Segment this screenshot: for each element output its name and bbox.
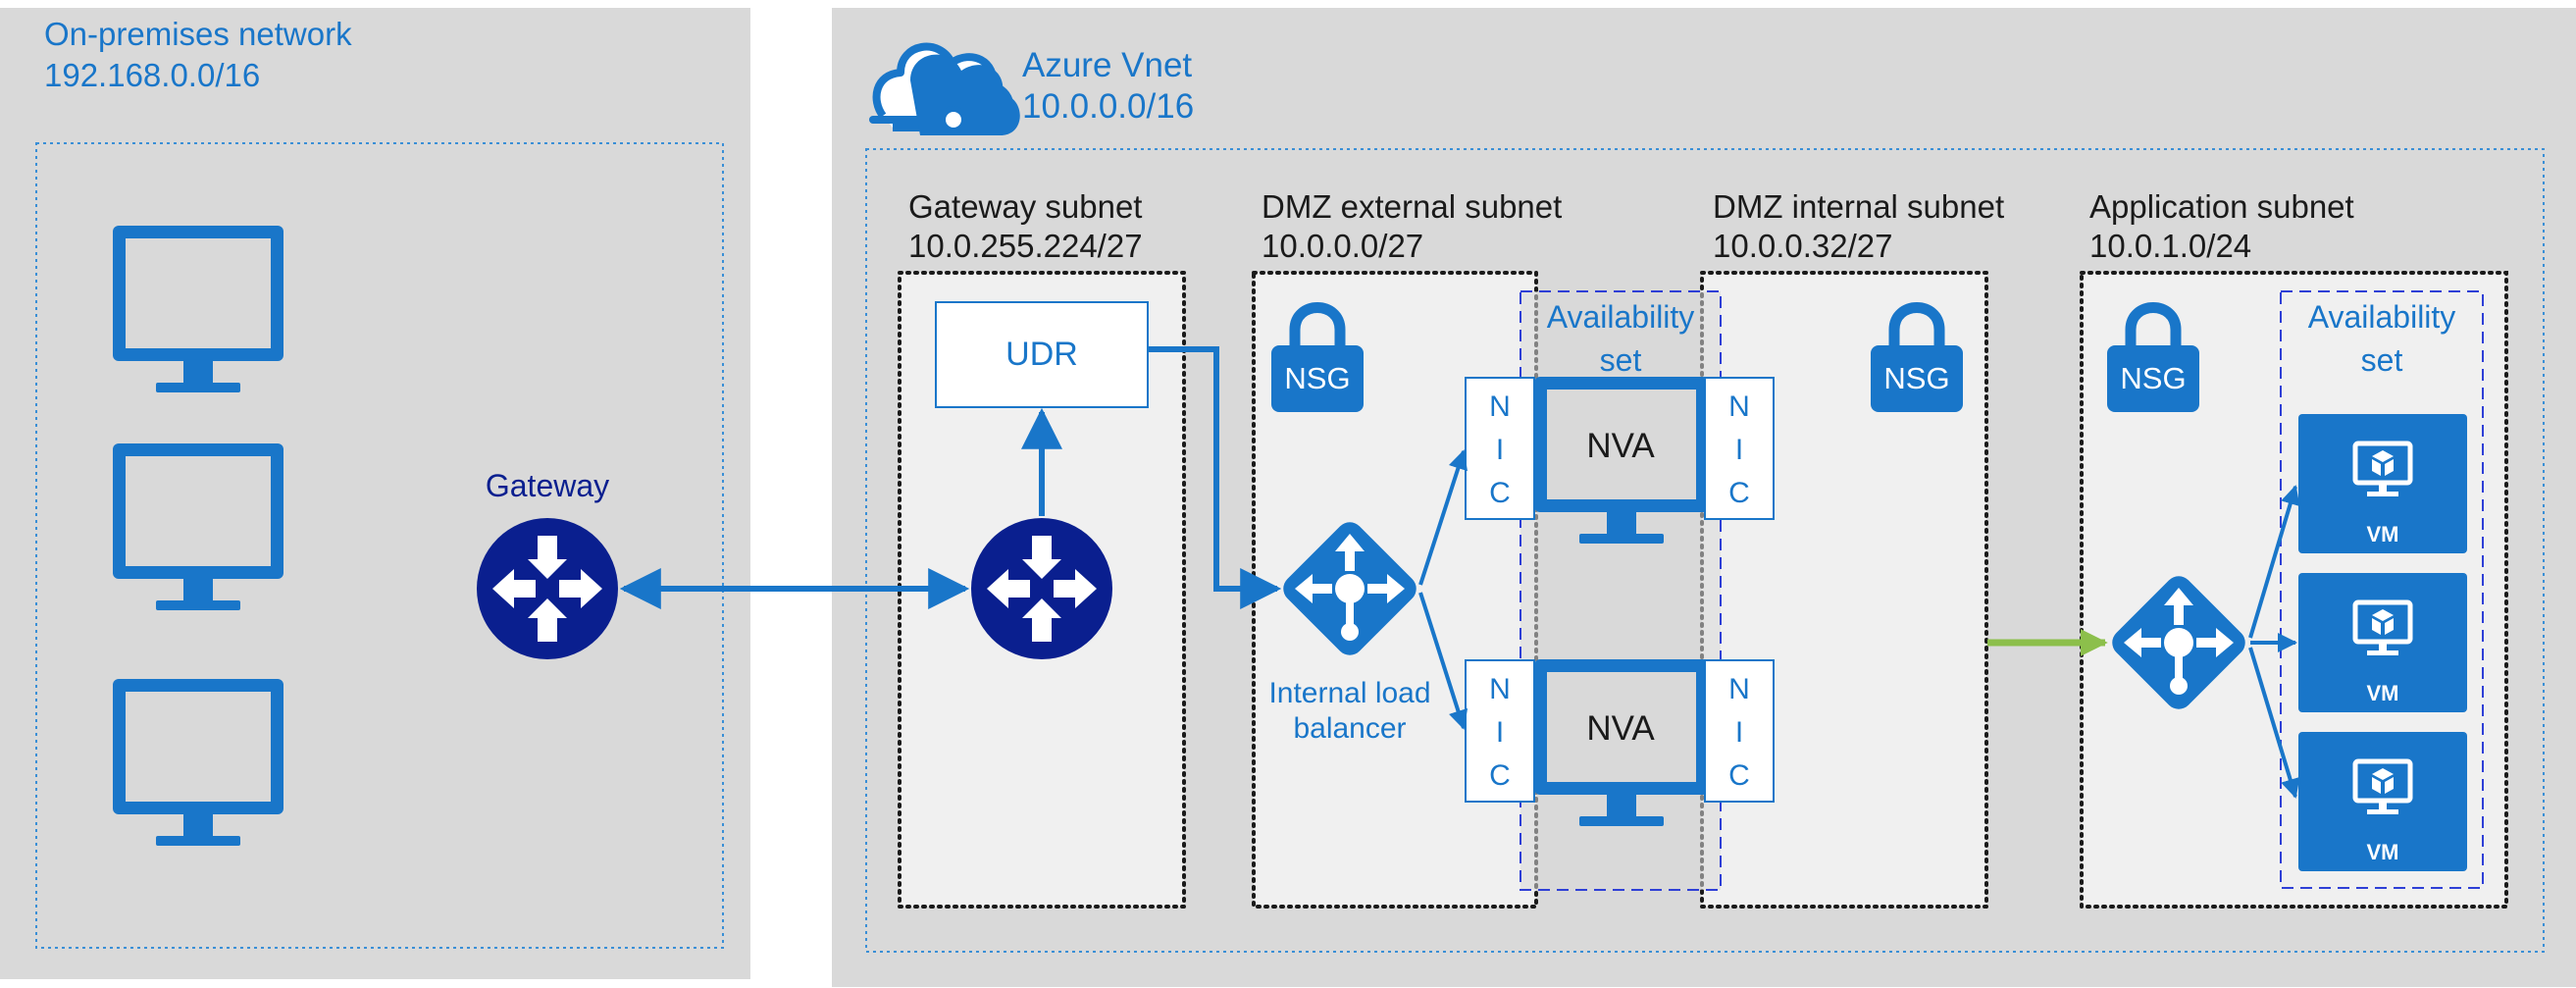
load-balancer-label-line2: balancer (1293, 712, 1406, 745)
client-monitor-1 (113, 226, 283, 392)
application-subnet-cidr: 10.0.1.0/24 (2089, 228, 2251, 264)
vm-icon (2352, 599, 2413, 655)
application-availability-line1: Availability (2308, 299, 2456, 335)
udr-to-load-balancer-arrow (1148, 346, 1282, 609)
lock-icon (1271, 302, 1364, 412)
nic-letter: N (1728, 673, 1750, 705)
vm-label: VM (2367, 681, 2399, 705)
nic-letter: I (1496, 716, 1504, 749)
udr-label: UDR (1005, 336, 1078, 373)
nic-letter: C (1489, 477, 1511, 509)
nva-bottom: NVA (1534, 659, 1709, 826)
dmz-availability-line2: set (1600, 342, 1642, 378)
dmz-internal-cidr: 10.0.0.32/27 (1713, 228, 1893, 264)
azure-vnet-cidr: 10.0.0.0/16 (1022, 87, 1194, 126)
application-availability-line2: set (2361, 342, 2403, 378)
application-load-balancer (2112, 576, 2245, 709)
lb-to-vm-3-arrow (2248, 647, 2300, 799)
router-icon (971, 518, 1112, 659)
nsg-badge-dmz-internal: NSG (1871, 302, 1963, 412)
azure-vnet-title: Azure Vnet (1022, 46, 1192, 84)
gateway-subnet: Gateway subnet 10.0.255.224/27 UDR (898, 188, 1186, 909)
lb-to-nic-top-arrow (1418, 449, 1468, 586)
nsg-badge-dmz-external: NSG (1271, 302, 1364, 412)
nic-letter: I (1735, 434, 1743, 466)
monitor-icon (113, 679, 283, 846)
nic-letter: C (1728, 477, 1750, 509)
dmz-availability-line1: Availability (1547, 299, 1695, 335)
client-monitor-2 (113, 443, 283, 610)
on-premises-panel: On-premises network 192.168.0.0/16 (0, 8, 750, 979)
azure-vnet-boundary (865, 148, 2545, 953)
application-subnet-title: Application subnet (2089, 188, 2354, 225)
on-premises-boundary (35, 142, 724, 949)
nic-letter: N (1489, 390, 1511, 423)
lock-icon (1871, 302, 1963, 412)
nsg-label: NSG (1284, 361, 1350, 395)
load-balancer-icon (2112, 576, 2245, 709)
vm-label: VM (2367, 840, 2399, 864)
connectors (619, 346, 2300, 799)
nic-top-right: N I C (1704, 377, 1775, 520)
nic-letter: N (1489, 673, 1511, 705)
monitor-icon (113, 443, 283, 610)
nic-top-left: N I C (1465, 377, 1535, 520)
azure-gateway (971, 518, 1112, 659)
vm-tile-2: VM (2298, 573, 2467, 712)
on-premises-gateway (477, 518, 618, 659)
lb-to-nic-bottom-arrow (1418, 592, 1468, 730)
application-subnet: Application subnet 10.0.1.0/24 NSG Ava (2080, 188, 2508, 909)
gateway-subnet-cidr: 10.0.255.224/27 (908, 228, 1143, 264)
on-premises-title: On-premises network (44, 16, 352, 52)
nva-label: NVA (1586, 427, 1655, 465)
gateway-subnet-title: Gateway subnet (908, 188, 1142, 225)
monitor-icon (113, 226, 283, 392)
nva-top: NVA (1534, 377, 1709, 544)
vm-icon (2352, 758, 2413, 814)
vm-tile-3: VM (2298, 732, 2467, 871)
cloud-icon (869, 42, 1020, 136)
monitor-icon (1534, 377, 1709, 544)
nic-letter: I (1735, 716, 1743, 749)
vm-label: VM (2367, 522, 2399, 546)
nva-label: NVA (1586, 709, 1655, 748)
on-premises-cidr: 192.168.0.0/16 (44, 57, 260, 93)
load-balancer-icon (1283, 522, 1417, 655)
gateway-label: Gateway (486, 468, 609, 503)
nic-letter: I (1496, 434, 1504, 466)
nsg-label: NSG (2120, 361, 2186, 395)
dmz-external-cidr: 10.0.0.0/27 (1262, 228, 1423, 264)
nic-letter: C (1728, 759, 1750, 792)
nsg-badge-application: NSG (2107, 302, 2199, 412)
application-availability-set: Availability set VM (2280, 290, 2484, 889)
nic-letter: C (1489, 759, 1511, 792)
lb-to-vm-1-arrow (2248, 485, 2300, 639)
internal-load-balancer (1283, 522, 1417, 655)
nic-letter: N (1728, 390, 1750, 423)
dmz-external-title: DMZ external subnet (1262, 188, 1562, 225)
lock-icon (2107, 302, 2199, 412)
nic-bottom-right: N I C (1704, 659, 1775, 803)
dmz-internal-title: DMZ internal subnet (1713, 188, 2004, 225)
dmz-availability-set: Availability set NVA NVA N (1465, 290, 1775, 891)
load-balancer-label-line1: Internal load (1268, 677, 1430, 709)
router-icon (477, 518, 618, 659)
monitor-icon (1534, 659, 1709, 826)
nic-bottom-left: N I C (1465, 659, 1535, 803)
vm-tile-1: VM (2298, 414, 2467, 553)
vm-icon (2352, 441, 2413, 496)
udr-box (935, 301, 1149, 408)
client-monitor-3 (113, 679, 283, 846)
nsg-label: NSG (1883, 361, 1949, 395)
